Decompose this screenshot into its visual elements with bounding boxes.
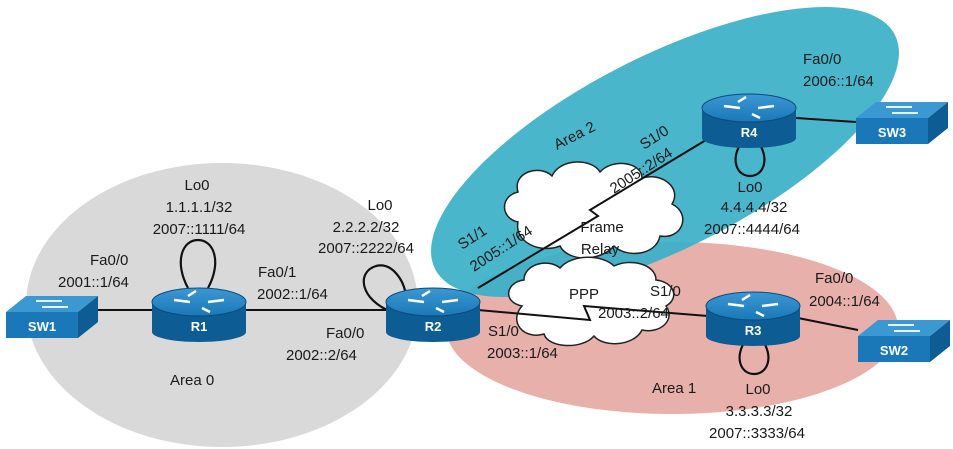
router-r2[interactable]: R2 (385, 287, 481, 342)
r2-s10-ip: 2003::1/64 (487, 345, 558, 362)
r3-lo-label: Lo0 (745, 381, 770, 398)
ppp-label: PPP (569, 286, 599, 303)
switch-arrows-icon (886, 106, 918, 114)
ppp-cloud (508, 256, 675, 347)
frame-relay-label-line2: Relay (581, 241, 620, 258)
r4-fa00-name: Fa0/0 (803, 51, 841, 68)
r3-s10-ip: 2003::2/64 (598, 305, 669, 322)
router-r3[interactable]: R3 (705, 291, 801, 346)
r1-loopback-loop (179, 238, 217, 289)
router-arrows-icon (727, 293, 779, 318)
r1-fa00-name: Fa0/0 (90, 252, 128, 269)
r4-lo-label: Lo0 (737, 179, 762, 196)
link-r3-sw2 (797, 317, 859, 331)
switch-sw1[interactable]: SW1 (6, 296, 98, 338)
area-0-label: Area 0 (170, 372, 214, 389)
r3-s10-name: S1/0 (650, 283, 681, 300)
r2-fa00-ip: 2002::2/64 (286, 347, 357, 364)
r4-fa00-ip: 2006::1/64 (803, 73, 874, 90)
r2-fa01-ip: 2002::1/64 (257, 286, 328, 303)
r3-lo-ipv6: 2007::3333/64 (709, 425, 805, 442)
frame-relay-label-line1: Frame (580, 219, 623, 236)
r1-lo-ipv6: 2007::1111/64 (153, 221, 246, 238)
router-arrows-icon (173, 289, 225, 314)
router-r4[interactable]: R4 (701, 93, 797, 148)
router-r2-label: R2 (425, 319, 442, 334)
switch-arrows-icon (888, 324, 920, 332)
r2-lo-ipv4: 2.2.2.2/32 (333, 219, 400, 236)
r3-loopback-loop (738, 339, 770, 376)
r4-loopback-loop (734, 141, 766, 178)
router-r4-label: R4 (741, 125, 758, 140)
area-1-label: Area 1 (652, 380, 696, 397)
router-arrows-icon (723, 95, 775, 120)
r1-fa00-ip: 2001::1/64 (58, 274, 129, 291)
r3-lo-ipv4: 3.3.3.3/32 (726, 403, 793, 420)
r4-lo-ipv6: 2007::4444/64 (704, 221, 800, 238)
r2-lo-label: Lo0 (367, 197, 392, 214)
switch-sw3-label: SW3 (878, 125, 906, 140)
router-arrows-icon (407, 289, 459, 314)
router-r3-label: R3 (745, 323, 762, 338)
r3-fa00-ip: 2004::1/64 (809, 293, 880, 310)
link-r4-sw3 (795, 117, 857, 123)
r2-fa00-name: Fa0/0 (326, 325, 364, 342)
link-r2-r4-frame-relay (477, 139, 707, 289)
r2-lo-ipv6: 2007::2222/64 (318, 240, 414, 257)
r1-lo-ipv4: 1.1.1.1/32 (166, 199, 233, 216)
r2-s10-name: S1/0 (488, 323, 519, 340)
r2-loopback-loop (362, 264, 408, 314)
router-r1[interactable]: R1 (151, 287, 247, 342)
switch-sw2-label: SW2 (880, 343, 908, 358)
r1-lo-label: Lo0 (184, 177, 209, 194)
r2-fa01-name: Fa0/1 (258, 264, 296, 281)
switch-sw2[interactable]: SW2 (858, 320, 950, 362)
switch-sw1-label: SW1 (28, 319, 56, 334)
switch-sw3[interactable]: SW3 (856, 102, 948, 144)
router-r1-label: R1 (191, 319, 208, 334)
link-r2-r3-ppp (477, 304, 709, 322)
switch-arrows-icon (36, 300, 68, 308)
r3-fa00-name: Fa0/0 (815, 270, 853, 287)
r4-lo-ipv4: 4.4.4.4/32 (721, 199, 788, 216)
